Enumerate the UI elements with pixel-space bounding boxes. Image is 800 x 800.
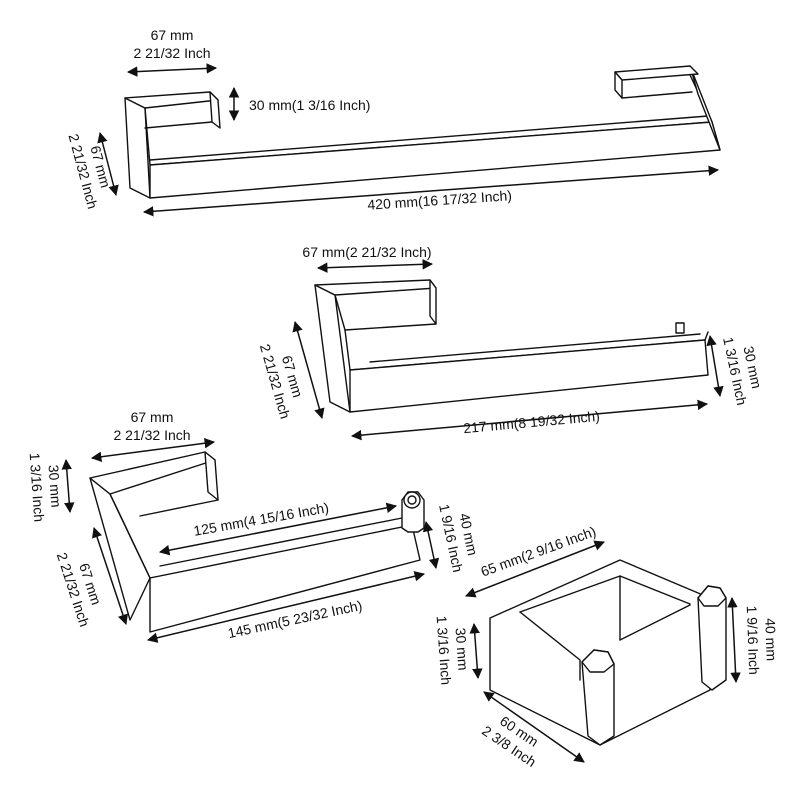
towel-bar-left-return-top [124, 91, 219, 109]
robe-hook-right-prong-cap [697, 585, 727, 607]
towel-holder-width-label: 67 mm(2 21/32 Inch) [302, 244, 431, 260]
paper-holder-return-arrow [61, 458, 75, 514]
towel-bar-long-front [149, 121, 721, 199]
towel-holder-height-arrow [706, 334, 724, 398]
paper-holder-length-arrow [146, 571, 426, 643]
towel-holder-width-arrow [316, 259, 434, 273]
towel-bar-length-arrow [142, 165, 720, 217]
paper-holder-rod-arrow [158, 502, 398, 556]
robe-hook-left-prong-cap [581, 649, 615, 673]
paper-holder-return-label-inch: 1 3/16 Inch [27, 452, 48, 522]
robe-hook-depth-arrow [483, 691, 585, 763]
towel-holder-length-arrow [350, 399, 709, 441]
towel-holder-top-arm-front [429, 279, 437, 325]
robe-hook-prong-label: 40 mm [762, 618, 779, 661]
robe-hook-drawing [489, 559, 727, 746]
towel-bar-left-post [124, 97, 151, 199]
towel-bar-drawing [124, 65, 721, 199]
robe-hook-height-arrow [469, 622, 483, 680]
towel-bar-return-label: 30 mm(1 3/16 Inch) [249, 97, 370, 113]
paper-holder-top-arm-front [204, 451, 219, 501]
paper-holder-top-arm-top [89, 451, 216, 495]
towel-holder-length-label: 217 mm(8 19/32 Inch) [463, 408, 601, 436]
towel-holder-drawing [314, 279, 709, 413]
towel-holder-left-post [314, 284, 351, 413]
paper-holder-width-arrow [90, 438, 216, 462]
towel-bar-width-label-inch: 2 21/32 Inch [133, 45, 210, 61]
towel-bar-right-return-top [614, 65, 699, 81]
towel-holder-bar-front [349, 339, 709, 413]
paper-holder-height-arrow [422, 520, 440, 570]
towel-bar-length-label: 420 mm(16 17/32 Inch) [367, 187, 512, 213]
paper-holder-end-cap-face [403, 491, 421, 509]
towel-bar-width-arrow [126, 63, 218, 77]
paper-holder-width-label-inch: 2 21/32 Inch [113, 427, 190, 443]
towel-bar-width-label: 67 mm [151, 27, 194, 43]
robe-hook-height-label-inch: 1 3/16 Inch [434, 615, 455, 685]
paper-holder-width-label: 67 mm [131, 409, 174, 425]
paper-holder-drawing [89, 451, 425, 633]
robe-hook-height-label: 30 mm [452, 627, 471, 671]
towel-bar-depth-arrow [97, 131, 119, 197]
towel-holder-depth-arrow [292, 320, 325, 420]
towel-holder-pin [675, 322, 685, 334]
robe-hook-prong-label-inch: 1 9/16 Inch [744, 605, 762, 675]
robe-hook-prong-arrow [727, 596, 741, 684]
towel-bar-right-post [689, 65, 721, 151]
towel-bar-left-return-front [209, 91, 221, 129]
paper-holder-return-label: 30 mm [45, 464, 64, 508]
towel-holder-top-arm-top [314, 279, 437, 296]
robe-hook-width-arrow [465, 540, 605, 598]
paper-holder-depth-arrow [92, 527, 128, 625]
